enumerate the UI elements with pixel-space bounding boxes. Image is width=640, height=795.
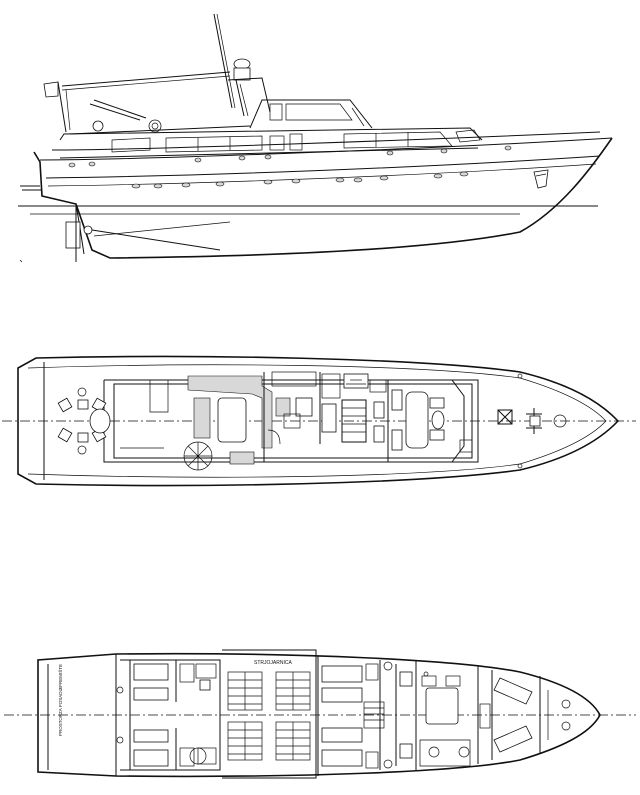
anchor-icon — [533, 169, 549, 189]
owner-bed — [425, 687, 459, 725]
engine-room-label: STRJOJARNICA — [254, 660, 292, 666]
lower-deck-plan: PROSTOR ZA POSADU SPREMIŠTE STRJOJARNICA — [4, 649, 636, 779]
forward-hatch — [497, 409, 513, 425]
storage-label: SPREMIŠTE — [57, 664, 63, 690]
crew-label: ZA POSADU — [58, 688, 63, 714]
guest-berth — [321, 665, 363, 683]
profile-view — [18, 13, 613, 263]
rudder — [65, 221, 81, 249]
aft-table — [89, 408, 111, 434]
crew-space-label: PROSTOR — [58, 713, 63, 736]
propeller — [83, 225, 93, 235]
engines — [227, 671, 311, 761]
portholes-lower — [131, 171, 469, 189]
saloon-table — [217, 397, 247, 443]
saloon-ottoman — [193, 397, 211, 439]
crew-berth — [133, 663, 169, 681]
main-deck-plan — [2, 355, 636, 487]
portholes-upper — [68, 145, 512, 168]
